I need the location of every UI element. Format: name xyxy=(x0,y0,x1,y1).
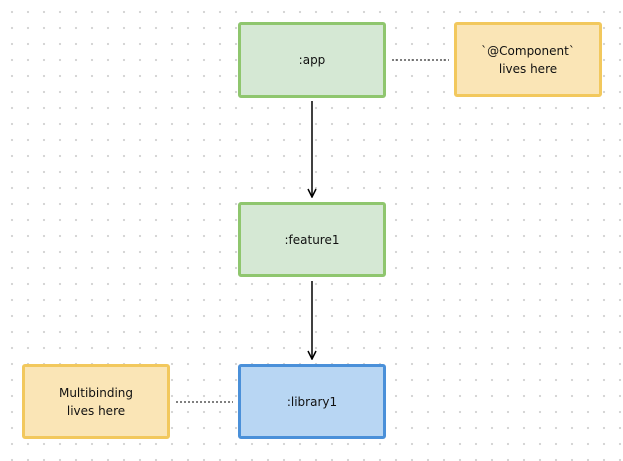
module-feature1-label: :feature1 xyxy=(284,232,340,247)
module-library1[interactable]: :library1 xyxy=(238,364,386,439)
note-component-text: `@Component` lives here xyxy=(481,43,575,76)
module-app-label: :app xyxy=(298,53,326,67)
module-library1-label: :library1 xyxy=(286,394,338,409)
note-multibinding[interactable]: Multibinding lives here xyxy=(22,364,170,439)
module-feature1[interactable]: :feature1 xyxy=(238,202,386,277)
note-component[interactable]: `@Component` lives here xyxy=(454,22,602,97)
module-app[interactable]: :app xyxy=(238,22,386,98)
note-multibinding-text: Multibinding lives here xyxy=(58,385,134,418)
